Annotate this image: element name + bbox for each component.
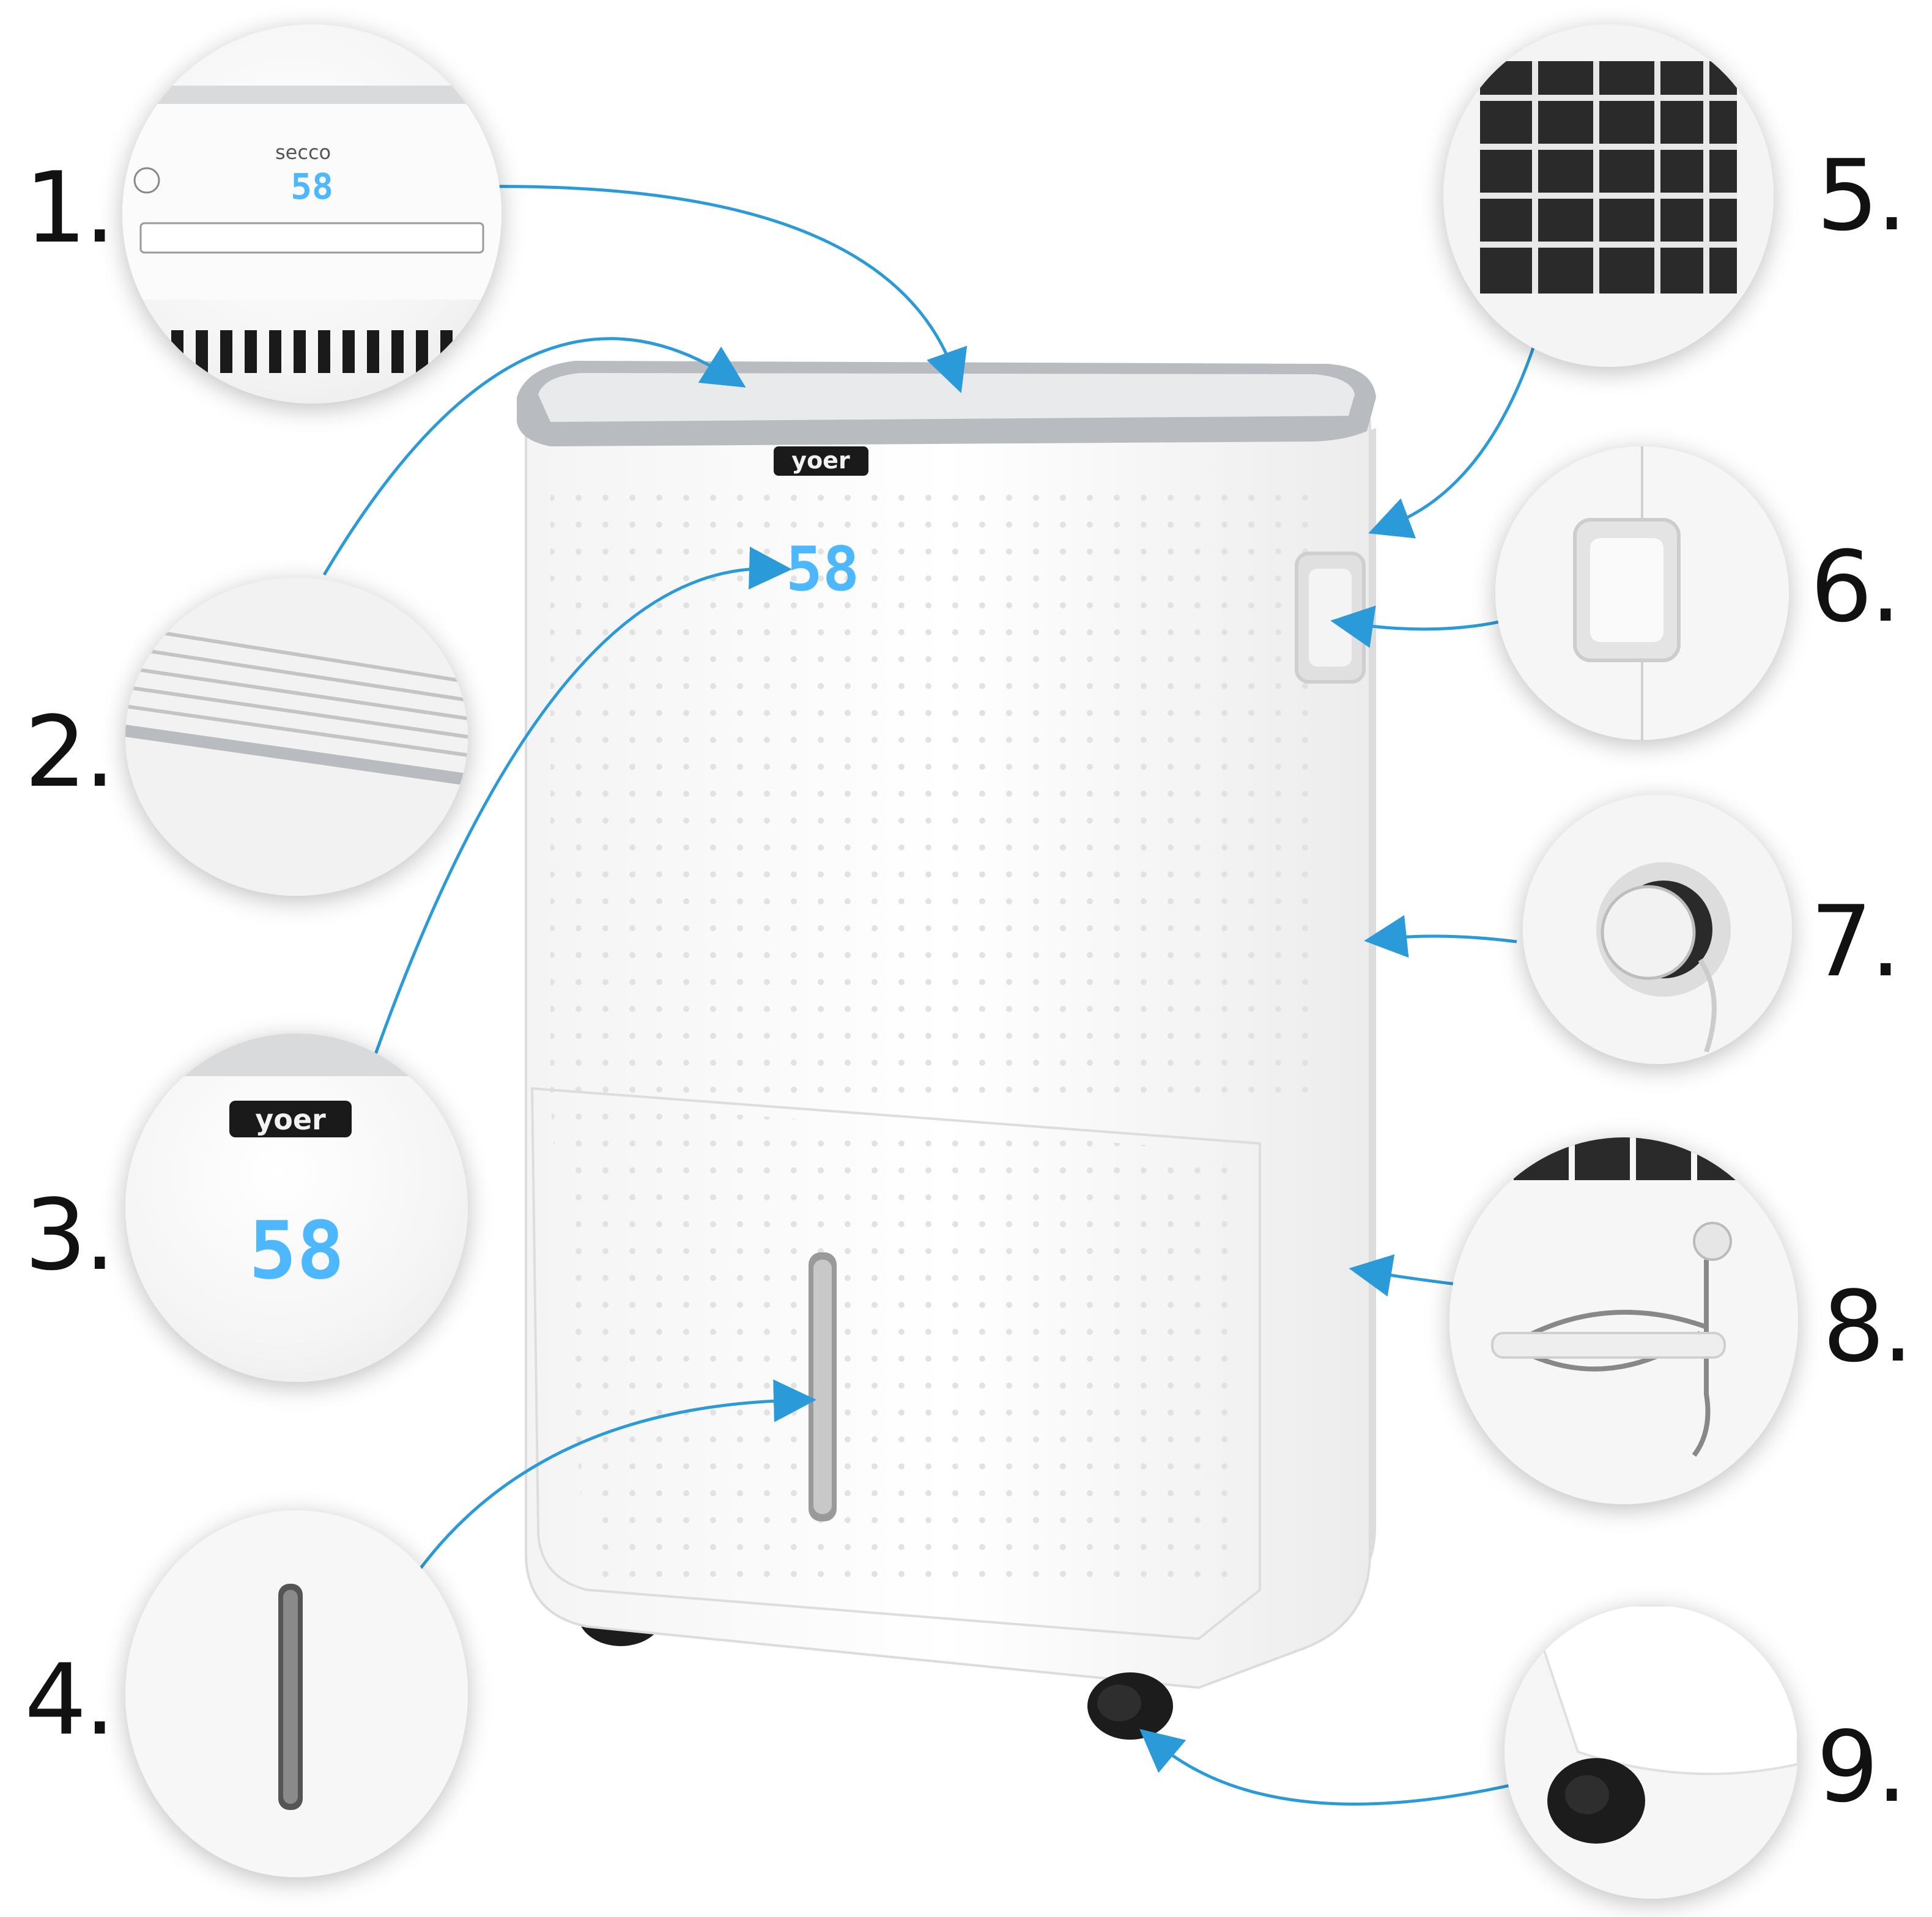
panel-brand-text: secco	[275, 141, 331, 164]
callout-number-5: 5.	[1816, 138, 1908, 253]
callout-7-drain	[1523, 795, 1792, 1064]
callout-number-7: 7.	[1810, 884, 1901, 999]
callout-2-louvre	[125, 578, 468, 896]
callout-3-led: 58	[249, 1204, 345, 1297]
callout-number-3: 3.	[24, 1178, 116, 1292]
front-wheel-right	[1087, 1672, 1173, 1740]
callout-number-4: 4.	[24, 1642, 116, 1757]
callout-number-2: 2.	[24, 695, 116, 809]
callout-number-9: 9.	[1816, 1710, 1908, 1824]
callout-9-casters	[1505, 1605, 1798, 1899]
panel-led-display: 58	[291, 166, 333, 207]
callout-1-control-panel: 58 secco	[122, 24, 502, 404]
callout-8-power-cord	[1449, 1137, 1798, 1504]
brand-logo-badge	[774, 446, 868, 476]
water-level-window	[809, 1252, 837, 1521]
callout-4-water-level	[125, 1510, 468, 1877]
callout-3-logo-text: yoer	[255, 1103, 326, 1136]
callout-6-handle	[1495, 446, 1789, 740]
front-led-display: 58	[786, 533, 859, 605]
callout-5-filter	[1443, 24, 1774, 367]
side-handle	[1295, 552, 1366, 684]
callout-number-1: 1.	[24, 150, 116, 265]
brand-logo-text: yoer	[791, 447, 850, 474]
callout-number-8: 8.	[1823, 1269, 1914, 1384]
callout-number-6: 6.	[1810, 530, 1901, 644]
callout-3-front-display: yoer 58	[125, 1033, 468, 1382]
